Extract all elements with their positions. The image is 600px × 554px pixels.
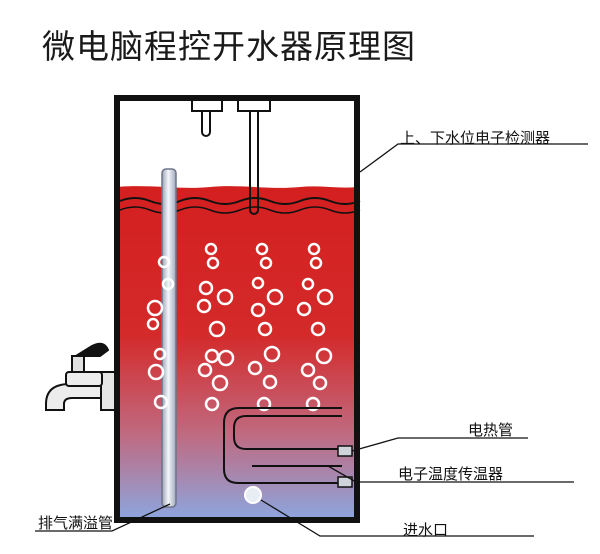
leader-lines — [35, 143, 588, 537]
level-sensor-label: 上、下水位电子检测器 — [400, 129, 551, 147]
water-surface-line — [119, 197, 361, 205]
bubbles — [146, 242, 334, 412]
water-surface-line — [119, 206, 361, 214]
temp-sensor-fitting — [337, 476, 353, 488]
level-sensor-probes — [191, 101, 271, 215]
heating-tube — [223, 407, 342, 484]
temp-sensor-label: 电子温度传温器 — [398, 465, 504, 483]
diagram-title: 微电脑程控开水器原理图 — [42, 27, 416, 66]
water-inlet-label: 进水口 — [403, 521, 449, 539]
heater-label: 电热管 — [468, 421, 514, 439]
faucet — [45, 342, 116, 411]
heater-fitting — [337, 445, 353, 457]
vent-pipe — [161, 168, 177, 508]
water-inlet — [244, 486, 262, 504]
vent-pipe-label: 排气满溢管 — [38, 514, 114, 532]
water-body — [117, 186, 357, 517]
